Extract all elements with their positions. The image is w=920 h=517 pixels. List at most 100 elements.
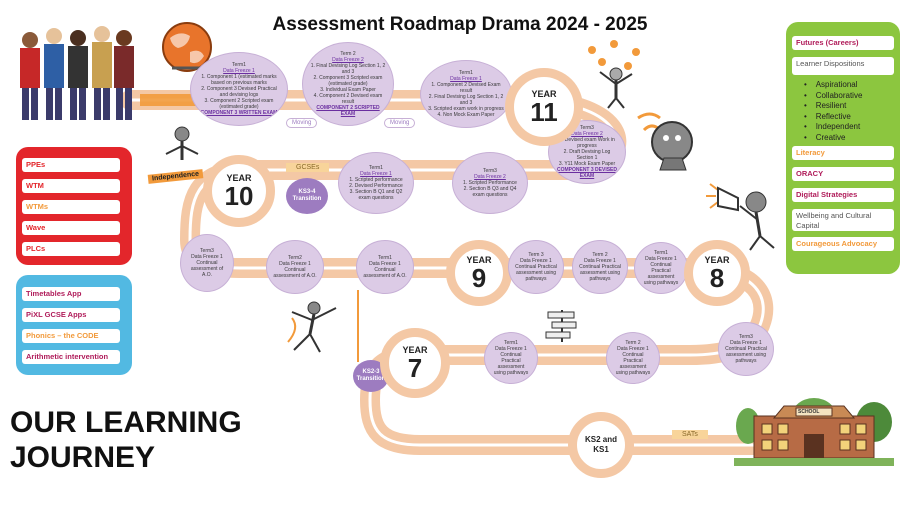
ks3-4-transition: KS3-4 Transition (286, 178, 328, 214)
bubble-line: 2. Component 3 Scripted exam (estimated … (313, 75, 383, 87)
panel-item-arithmetic[interactable]: Arithmetic intervention (22, 350, 120, 364)
bubble-head: Data Freeze 1 (279, 261, 311, 267)
panel-item-wtms[interactable]: WTMs (22, 200, 120, 214)
year-label: YEAR (466, 254, 492, 265)
panel-item-timetables[interactable]: Timetables App (22, 287, 120, 301)
bubble-head: Data Freeze 1 (617, 346, 649, 352)
y8-term2-bubble: Term 2 Data Freeze 1 Continual Practical… (572, 240, 628, 294)
ks2-ks1-marker: KS2 and KS1 (568, 412, 634, 478)
year-number: 7 (407, 352, 423, 383)
bubble-head: Data Freeze 2 (571, 131, 603, 137)
disposition-item: • Independent (804, 122, 861, 131)
year-label: YEAR (531, 88, 557, 99)
bubble-line: 3. Y11 Mock Exam Paper (558, 161, 616, 167)
moving-arrow-2: Moving (384, 118, 416, 128)
sats-tag: SATs (672, 430, 708, 439)
dancer-icon (287, 301, 337, 353)
bubble-term: Term1 (369, 165, 383, 171)
year-7-marker: YEAR 7 (380, 328, 450, 398)
y11-term2-bubble: Term 2 Data Freeze 2 1. Final Devising L… (302, 42, 394, 126)
year-number: 9 (471, 262, 487, 293)
bubble-term: Term3 (739, 334, 753, 340)
bubble-line: 4. Component 2 Devised exam result (313, 93, 383, 105)
bubble-line: 1. Final Devising Log Section 1, 2 and 3 (310, 63, 386, 75)
bubble-head: Data Freeze 2 (474, 174, 506, 180)
bubble-line: 1. Component 1 (estimated marks based on… (201, 74, 277, 86)
bubble-foot: COMPONENT 3 WRITTEN EXAM (200, 110, 278, 116)
journey-line-1: OUR LEARNING (10, 406, 242, 439)
journey-line-2: JOURNEY (10, 441, 156, 474)
bubble-foot: COMPONENT 3 DEVISED EXAM (556, 167, 617, 179)
panel-item-dispositions[interactable]: Learner Dispositions (792, 57, 894, 75)
panel-item-wellbeing[interactable]: Wellbeing and Cultural Capital (792, 209, 894, 231)
y8-term1-bubble: Term1 Data Freeze 1 Continual Practical … (634, 242, 688, 294)
school-sign: SCHOOL (798, 409, 820, 415)
ks2-label: KS2 and KS1 (584, 435, 617, 454)
panel-item-phonics[interactable]: Phonics – the CODE (22, 329, 120, 343)
bubble-line: 2. Final Devising Log Section 1, 2 and 3 (428, 94, 504, 106)
bubble-head: Data Freeze 1 (369, 261, 401, 267)
bubble-head: Data Freeze 1 (450, 76, 482, 82)
juggler-icon (588, 40, 640, 109)
independence-figure-icon (165, 126, 199, 160)
bubble-line: Continual Practical assessment using pat… (579, 264, 621, 282)
y9-term2-bubble: Term2 Data Freeze 1 Continual assessment… (266, 240, 324, 294)
y8-term3-bubble: Term 3 Data Freeze 1 Continual Practical… (508, 240, 564, 294)
year-label: YEAR (402, 344, 428, 355)
bubble-foot: COMPONENT 2 SCRIPTED EXAM (316, 105, 380, 117)
moving-arrow-1: Moving (286, 118, 318, 128)
bubble-line: 3. Section B Q1 and Q2 exam questions (349, 189, 403, 201)
bubble-term: Term 2 (625, 340, 641, 346)
panel-item-ppes[interactable]: PPEs (22, 158, 120, 172)
bubble-line: Continual Practical assessment using pat… (515, 264, 557, 282)
bubble-line: 1. Devised exam Work in progress (559, 137, 615, 149)
bubble-head: Data Freeze 1 (360, 171, 392, 177)
bubble-line: Continual Practical assessment using pat… (615, 352, 651, 376)
bubble-head: Data Freeze 1 (495, 346, 527, 352)
bubble-line: 2. Component 3 Devised Practical and dev… (201, 86, 277, 98)
y11-term1-bubble: Term1 Data Freeze 1 1. Component 1 (esti… (190, 52, 288, 126)
gcses-tag: GCSEs (286, 163, 330, 172)
disposition-item: • Resilient (804, 101, 847, 110)
bubble-head: Data Freeze 2 (332, 57, 364, 63)
panel-item-oracy[interactable]: ORACY (792, 167, 894, 181)
dispositions-list: • Aspirational • Collaborative • Resilie… (804, 80, 862, 143)
panel-item-digital[interactable]: Digital Strategies (792, 188, 894, 202)
panel-item-plcs[interactable]: PLCs (22, 242, 120, 256)
year-9-marker: YEAR 9 (446, 240, 512, 306)
panel-item-advocacy[interactable]: Courageous Advocacy (792, 237, 894, 251)
disposition-item: • Aspirational (804, 80, 858, 89)
bubble-term: Term 3 (528, 252, 544, 258)
bubble-term: Term 2 (340, 51, 356, 57)
bubble-line: Continual assessment of A.O. (190, 260, 224, 278)
y9-term3-bubble: Term3 Data Freeze 1 Continual assessment… (180, 234, 234, 292)
bubble-line: 1. Scripted Performance (463, 180, 517, 186)
bubble-term: Term2 (288, 255, 302, 261)
panel-item-literacy[interactable]: Literacy (792, 146, 894, 160)
panel-item-pixl[interactable]: PiXL GCSE Apps (22, 308, 120, 322)
megaphone-person-icon (706, 183, 775, 251)
bubble-line: 1. Scripted performance (349, 177, 403, 183)
year-11-marker: YEAR 11 (505, 68, 583, 146)
y10-term1-bubble: Term1 Data Freeze 1 1. Scripted performa… (338, 152, 414, 214)
bubble-line: Continual assessment of A.O. (363, 267, 407, 279)
panel-item-wtm[interactable]: WTM (22, 179, 120, 193)
year-number: 11 (530, 96, 558, 127)
bubble-term: Term 2 (592, 252, 608, 258)
bubble-head: Data Freeze 1 (584, 258, 616, 264)
year-number: 8 (709, 262, 725, 293)
bubble-term: Term3 (580, 125, 594, 131)
school-building-icon (734, 398, 894, 466)
bubble-line: Continual Practical assessment using pat… (725, 346, 767, 364)
panel-item-futures[interactable]: Futures (Careers) (792, 36, 894, 50)
y7-term2-bubble: Term 2 Data Freeze 1 Continual Practical… (606, 332, 660, 384)
panel-item-wave[interactable]: Wave (22, 221, 120, 235)
y9-term1-bubble: Term1 Data Freeze 1 Continual assessment… (356, 240, 414, 294)
bubble-term: Term1 (459, 70, 473, 76)
bubble-head: Data Freeze 1 (191, 254, 223, 260)
year-number: 10 (224, 180, 254, 211)
bubble-term: Term1 (378, 255, 392, 261)
bubble-line: 3. Scripted exam work in progress (428, 106, 504, 112)
learning-journey-heading: OUR LEARNING JOURNEY (10, 405, 242, 475)
bubble-head: Data Freeze 1 (520, 258, 552, 264)
